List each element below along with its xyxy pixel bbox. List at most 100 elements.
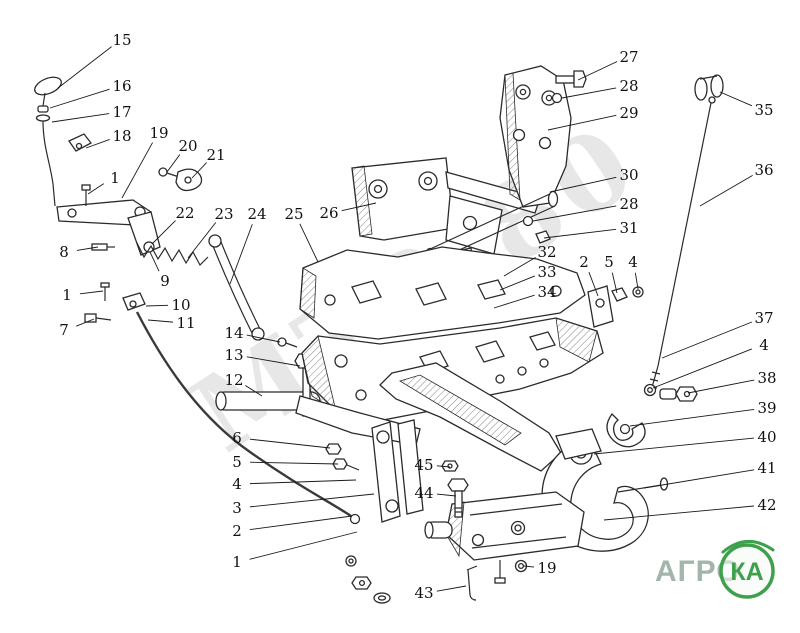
callout-leader-45	[436, 465, 451, 468]
callout-label-10: 10	[171, 296, 190, 314]
callout-leader-28	[561, 87, 617, 99]
callout-leader-9	[149, 251, 160, 272]
part-yoke	[606, 413, 646, 448]
callout-label-36: 36	[754, 161, 773, 179]
callout-label-42: 42	[757, 496, 776, 514]
brand-swoosh-icon	[721, 540, 775, 554]
callout-leader-20	[166, 154, 181, 173]
callout-label-4: 4	[628, 253, 638, 271]
callout-leader-4	[652, 348, 753, 389]
callout-leader-39	[629, 408, 755, 427]
callout-label-35: 35	[754, 101, 773, 119]
callout-leader-3	[249, 493, 375, 508]
callout-leader-10	[145, 304, 169, 307]
callout-leader-15	[57, 46, 112, 89]
callout-label-34: 34	[537, 283, 556, 301]
callout-label-8: 8	[59, 243, 69, 261]
parts-drawing	[34, 65, 724, 604]
callout-label-28: 28	[619, 195, 638, 213]
callout-label-12: 12	[224, 371, 243, 389]
callout-label-14: 14	[224, 324, 243, 342]
callout-label-16: 16	[112, 77, 131, 95]
callout-label-19: 19	[149, 124, 168, 142]
callout-leader-36	[699, 175, 753, 207]
callout-leader-13	[246, 356, 301, 367]
callout-label-5: 5	[232, 453, 242, 471]
callout-label-4: 4	[759, 336, 769, 354]
callout-label-27: 27	[619, 48, 638, 66]
callout-label-2: 2	[579, 253, 589, 271]
callout-label-43: 43	[414, 584, 433, 602]
callout-leader-30	[549, 176, 617, 193]
callout-leader-33	[499, 275, 536, 291]
callout-label-3: 3	[232, 499, 242, 517]
callout-label-30: 30	[619, 166, 638, 184]
callout-leader-26	[341, 202, 377, 212]
callout-leader-4	[634, 272, 639, 290]
callout-leader-32	[503, 256, 536, 277]
callout-leader-4	[249, 479, 357, 485]
callout-label-25: 25	[284, 205, 303, 223]
brand-badge-circle	[719, 543, 775, 599]
callout-label-20: 20	[178, 137, 197, 155]
callout-label-1: 1	[110, 169, 120, 187]
callout-label-26: 26	[319, 204, 338, 222]
callout-leader-11	[147, 319, 174, 323]
callout-leader-18	[85, 139, 110, 149]
callout-label-23: 23	[214, 205, 233, 223]
callout-label-1: 1	[62, 286, 72, 304]
callout-label-1: 1	[232, 553, 242, 571]
callout-leader-37	[661, 321, 753, 359]
callout-label-28: 28	[619, 77, 638, 95]
callout-leader-31	[543, 228, 617, 239]
callout-label-24: 24	[247, 205, 266, 223]
callout-leader-23	[187, 222, 217, 259]
callout-label-13: 13	[224, 346, 243, 364]
callout-leader-41	[643, 469, 755, 489]
callout-leader-1	[249, 531, 358, 560]
callout-leader-43	[436, 585, 467, 592]
callout-leader-8	[76, 246, 99, 251]
part-rod-fork	[694, 77, 708, 101]
brand-badge: КА	[730, 558, 763, 586]
callout-leader-16	[49, 88, 110, 109]
part-handle-knob	[34, 76, 62, 96]
callout-label-22: 22	[175, 204, 194, 222]
callout-leader-40	[593, 437, 755, 455]
callout-label-19: 19	[537, 559, 556, 577]
callout-leader-6	[249, 438, 331, 449]
callout-label-11: 11	[176, 314, 195, 332]
callout-label-5: 5	[604, 253, 614, 271]
callout-leader-34	[493, 294, 535, 309]
callout-label-18: 18	[112, 127, 131, 145]
callout-leader-19	[121, 142, 153, 199]
callout-leader-14	[246, 334, 281, 343]
callout-leader-1	[87, 183, 105, 195]
part-cable	[135, 311, 352, 517]
callout-label-6: 6	[232, 429, 242, 447]
callout-leader-5	[611, 272, 618, 294]
callout-label-21: 21	[206, 146, 225, 164]
part-link	[210, 240, 254, 336]
callout-leader-24	[229, 224, 253, 285]
callout-label-29: 29	[619, 104, 638, 122]
callout-leader-27	[577, 61, 618, 81]
brand-logo: АГРО КА	[655, 540, 775, 599]
callout-leader-5	[249, 461, 339, 465]
callout-leader-1	[79, 290, 104, 295]
callout-leader-42	[603, 505, 755, 521]
callout-label-9: 9	[160, 272, 170, 290]
callout-label-40: 40	[757, 428, 776, 446]
callout-leader-2	[249, 515, 353, 531]
callout-leader-21	[191, 162, 207, 179]
callout-label-15: 15	[112, 31, 131, 49]
callout-leader-17	[51, 113, 110, 123]
callout-label-7: 7	[59, 321, 69, 339]
callout-leader-35	[719, 91, 753, 107]
callout-label-33: 33	[537, 263, 556, 281]
callout-leader-29	[547, 114, 617, 131]
part-clamp	[68, 133, 92, 152]
